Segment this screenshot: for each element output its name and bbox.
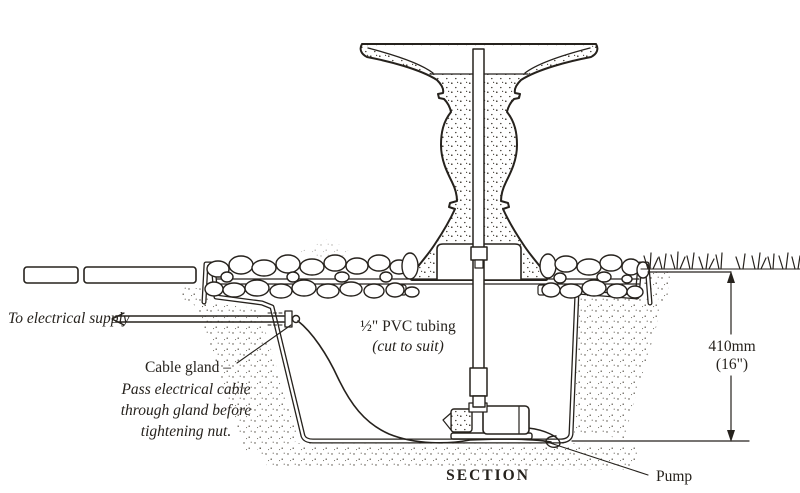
pump-body (482, 405, 530, 435)
pump-assembly (442, 402, 533, 440)
paving-slab (83, 266, 197, 284)
paving-slabs (23, 266, 197, 284)
dimension-arrowhead-down (727, 430, 735, 442)
pvc-tubing-label: ½" PVC tubing (360, 318, 456, 335)
grass (640, 251, 800, 270)
depth-label-in: (16") (716, 356, 748, 373)
depth-dimension: 410mm (16") (571, 271, 756, 442)
dimension-arrowhead-up (727, 271, 735, 283)
pump-label: Pump (656, 468, 692, 485)
tube-union-nut (472, 395, 486, 408)
cable-gland-note-line3: tightening nut. (141, 423, 231, 440)
tube-coupler-upper (470, 246, 488, 261)
cable-gland-label: Cable gland – (145, 359, 231, 376)
section-title: SECTION (446, 467, 530, 484)
pebbles-left (204, 252, 420, 299)
depth-label-mm: 410mm (708, 338, 755, 355)
filter-inlet-fitting (442, 412, 452, 431)
pvc-tube (469, 48, 488, 408)
cable-loop (527, 427, 561, 448)
cable-gland-note-line2: through gland before (121, 402, 252, 419)
reservoir-tub (201, 261, 653, 444)
leader-lines (236, 324, 649, 476)
annotations: To electrical supply Cable gland – Pass … (8, 310, 692, 485)
electrical-supply-label: To electrical supply (8, 310, 130, 327)
pvc-tubing-note: (cut to suit) (372, 338, 443, 355)
pump-leader (543, 440, 649, 476)
pebbles-right (539, 253, 650, 299)
tube-coupler-lower (469, 367, 488, 397)
conduit-end-tip (111, 312, 125, 326)
cable-gland-leader (236, 324, 292, 364)
paving-slab (23, 266, 79, 284)
cable-gland-note-line1: Pass electrical cable (120, 381, 250, 398)
electrical-conduit (111, 310, 301, 328)
